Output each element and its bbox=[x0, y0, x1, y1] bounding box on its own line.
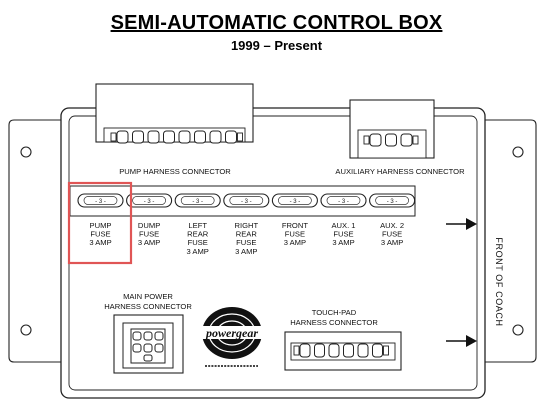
pump-fuse-highlight bbox=[67, 181, 133, 265]
fuse-0-label-line-2: 3 AMP bbox=[89, 238, 111, 247]
page-title: SEMI-AUTOMATIC CONTROL BOX bbox=[110, 12, 443, 34]
fuse-1-label-line-2: 3 AMP bbox=[138, 238, 160, 247]
powergear-logo: powergear bbox=[201, 307, 263, 367]
front-of-coach-label: FRONT OF COACH bbox=[494, 237, 504, 326]
fuse-1-label-line-0: DUMP bbox=[138, 221, 160, 230]
main-power-connector-label-line1: MAIN POWER bbox=[123, 292, 173, 301]
fuse-3-label-line-3: 3 AMP bbox=[235, 247, 257, 256]
main-power-harness-connector[interactable] bbox=[113, 314, 184, 374]
fuse-2-label-line-2: FUSE bbox=[188, 238, 208, 247]
fuse-1-label-line-1: FUSE bbox=[139, 230, 159, 239]
fuse-0-marking: - 3 - bbox=[95, 199, 106, 205]
fuse-2[interactable]: - 3 - bbox=[174, 193, 221, 208]
fuse-4-marking: - 3 - bbox=[290, 199, 301, 205]
fuse-6[interactable]: - 3 - bbox=[369, 193, 416, 208]
fuse-3-label-line-1: REAR bbox=[236, 230, 258, 239]
page-subtitle: 1999 – Present bbox=[230, 38, 323, 53]
fuse-2-label-line-1: REAR bbox=[187, 230, 209, 239]
pump-harness-connector-label: PUMP HARNESS CONNECTOR bbox=[119, 167, 231, 176]
fuse-4[interactable]: - 3 - bbox=[271, 193, 318, 208]
fuse-6-label-line-0: AUX. 2 bbox=[380, 221, 404, 230]
front-arrow-upper bbox=[446, 218, 477, 230]
pump-harness-connector[interactable] bbox=[95, 83, 254, 144]
fuse-3[interactable]: - 3 - bbox=[223, 193, 270, 208]
fuse-4-label-line-1: FUSE bbox=[285, 230, 305, 239]
touch-pad-connector-label-line1: TOUCH-PAD bbox=[312, 308, 357, 317]
front-arrow-lower bbox=[446, 335, 477, 347]
fuse-0[interactable]: - 3 - bbox=[77, 193, 124, 208]
fuse-0-label-line-0: PUMP bbox=[90, 221, 112, 230]
fuse-3-label-line-2: FUSE bbox=[236, 238, 256, 247]
auxiliary-harness-connector[interactable] bbox=[349, 99, 435, 159]
fuse-1[interactable]: - 3 - bbox=[126, 193, 173, 208]
mounting-flange-right bbox=[481, 119, 537, 363]
fuse-1-marking: - 3 - bbox=[144, 199, 155, 205]
main-power-connector-label-line2: HARNESS CONNECTOR bbox=[104, 302, 192, 311]
fuse-2-label-line-0: LEFT bbox=[188, 221, 207, 230]
fuse-3-marking: - 3 - bbox=[241, 199, 252, 205]
fuse-4-label-line-0: FRONT bbox=[282, 221, 309, 230]
mounting-flange-left bbox=[8, 119, 64, 363]
auxiliary-harness-connector-label: AUXILIARY HARNESS CONNECTOR bbox=[335, 167, 465, 176]
fuse-6-label-line-2: 3 AMP bbox=[381, 238, 403, 247]
fuse-5[interactable]: - 3 - bbox=[320, 193, 367, 208]
fuse-4-label-line-2: 3 AMP bbox=[284, 238, 306, 247]
touch-pad-harness-connector[interactable] bbox=[284, 331, 402, 371]
fuse-0-label-line-1: FUSE bbox=[90, 230, 110, 239]
fuse-6-marking: - 3 - bbox=[387, 199, 398, 205]
fuse-5-label-line-2: 3 AMP bbox=[332, 238, 354, 247]
fuse-3-label-line-0: RIGHT bbox=[234, 221, 258, 230]
fuse-5-marking: - 3 - bbox=[338, 199, 349, 205]
fuse-2-label-line-3: 3 AMP bbox=[187, 247, 209, 256]
fuse-6-label-line-1: FUSE bbox=[382, 230, 402, 239]
svg-text:powergear: powergear bbox=[205, 326, 258, 340]
fuse-5-label-line-1: FUSE bbox=[333, 230, 353, 239]
fuse-2-marking: - 3 - bbox=[192, 199, 203, 205]
fuse-5-label-line-0: AUX. 1 bbox=[331, 221, 355, 230]
touch-pad-connector-label-line2: HARNESS CONNECTOR bbox=[290, 318, 378, 327]
